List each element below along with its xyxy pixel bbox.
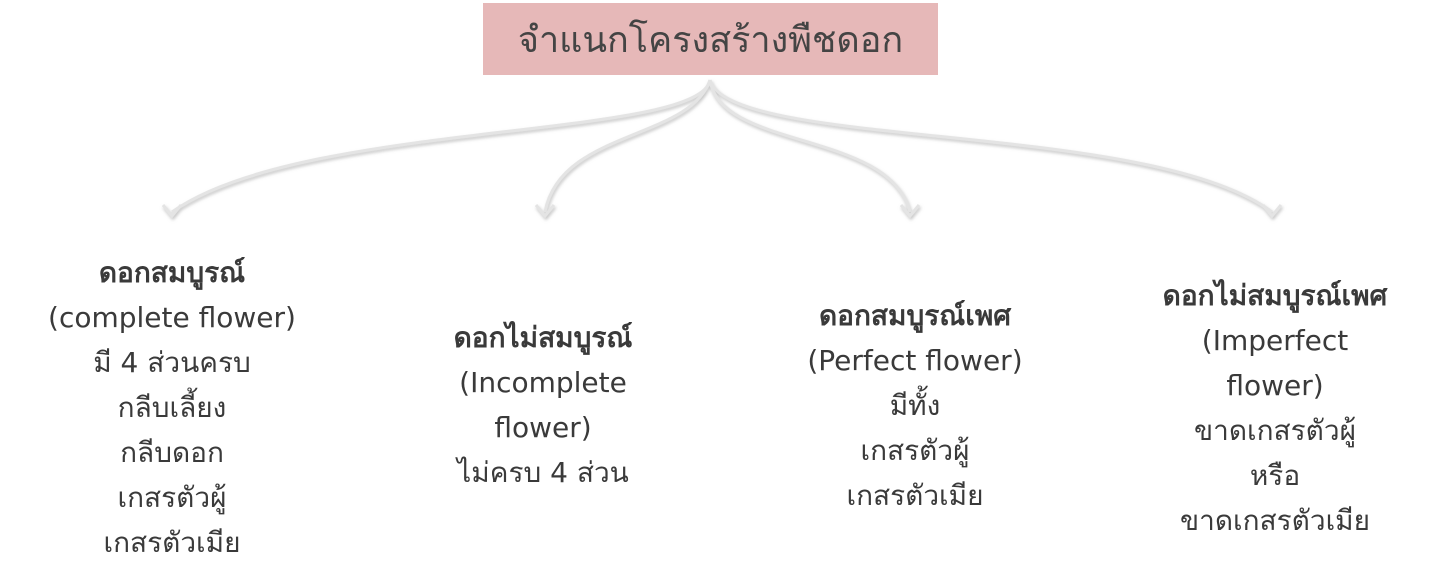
branch-line: (Incomplete bbox=[459, 366, 627, 399]
branch-line: เกสรตัวผู้ bbox=[860, 434, 970, 467]
branch-line: flower) bbox=[1226, 369, 1324, 402]
branch-line: (Imperfect bbox=[1201, 324, 1349, 357]
arrow-to-perfect bbox=[708, 79, 912, 213]
branch-line: (Perfect flower) bbox=[807, 344, 1023, 377]
arrow-to-imperfect bbox=[708, 79, 1273, 214]
branch-imperfect-flower: ดอกไม่สมบูรณ์เพศ (Imperfect flower) ขาดเ… bbox=[1095, 273, 1445, 543]
branch-line: มีทั้ง bbox=[889, 389, 941, 422]
branch-line: เกสรตัวผู้ bbox=[117, 481, 227, 514]
branch-line: ไม่ครบ 4 ส่วน bbox=[457, 456, 629, 489]
branch-line: หรือ bbox=[1249, 459, 1301, 492]
branch-line: กลีบดอก bbox=[120, 436, 224, 469]
branch-line: (complete flower) bbox=[48, 301, 296, 334]
branch-incomplete-flower: ดอกไม่สมบูรณ์ (Incomplete flower) ไม่ครบ… bbox=[363, 315, 723, 495]
branch-line: flower) bbox=[494, 411, 592, 444]
arrow-to-complete bbox=[171, 79, 712, 214]
arrow-to-incomplete bbox=[543, 79, 712, 213]
branch-line: มี 4 ส่วนครบ bbox=[93, 346, 251, 379]
branch-line: กลีบเลี้ยง bbox=[117, 391, 227, 424]
branch-heading: ดอกไม่สมบูรณ์เพศ bbox=[1162, 279, 1388, 312]
branch-heading: ดอกไม่สมบูรณ์ bbox=[453, 321, 633, 354]
branch-perfect-flower: ดอกสมบูรณ์เพศ (Perfect flower) มีทั้ง เก… bbox=[735, 293, 1095, 518]
diagram-title: จำแนกโครงสร้างพืชดอก bbox=[483, 3, 938, 75]
branch-heading: ดอกสมบูรณ์ bbox=[98, 256, 246, 289]
branch-line: ขาดเกสรตัวเมีย bbox=[1179, 504, 1371, 537]
branch-line: เกสรตัวเมีย bbox=[103, 526, 241, 559]
branch-line: เกสรตัวเมีย bbox=[846, 479, 984, 512]
branch-complete-flower: ดอกสมบูรณ์ (complete flower) มี 4 ส่วนคร… bbox=[0, 250, 352, 565]
branch-line: ขาดเกสรตัวผู้ bbox=[1193, 414, 1356, 447]
branch-heading: ดอกสมบูรณ์เพศ bbox=[818, 299, 1012, 332]
